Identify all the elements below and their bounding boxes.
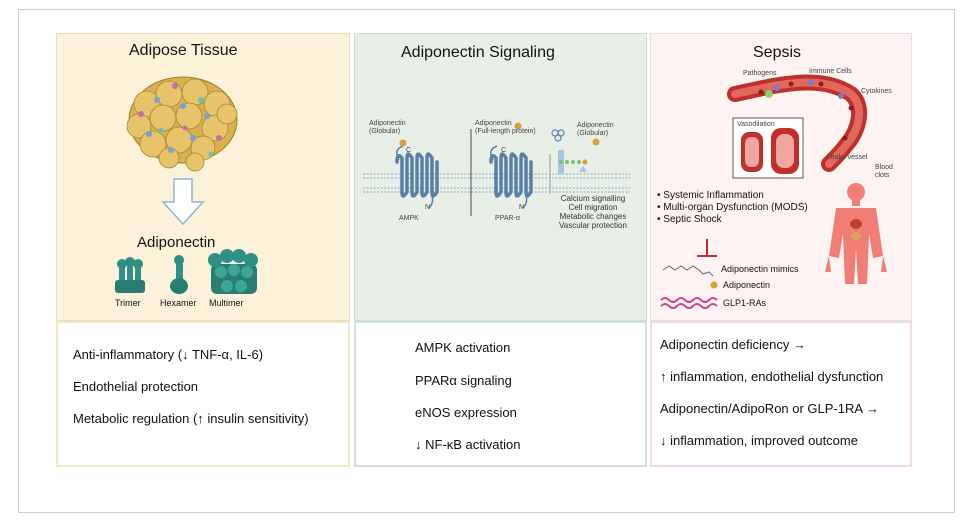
label-vasodilation: Vasodilation bbox=[737, 121, 775, 128]
adiponectin-mimic-icon bbox=[662, 265, 714, 277]
adipose-effect-item: Metabolic regulation (↑ insulin sensitiv… bbox=[73, 411, 309, 426]
signaling-illustration bbox=[363, 122, 630, 216]
label-globular-right: Adiponectin (Globular) bbox=[577, 122, 614, 138]
label-full-length-text: Adiponectin (Full-length protein) bbox=[475, 120, 536, 135]
ppar-label: PPAR-α bbox=[495, 215, 520, 222]
treatment-glp1: GLP1-RAs bbox=[723, 298, 767, 308]
label-globular-left-text: Adiponectin (Globular) bbox=[369, 120, 406, 135]
down-arrow-icon bbox=[161, 178, 205, 226]
form-label-trimer: Trimer bbox=[115, 298, 141, 308]
n-terminal-mid: N bbox=[519, 204, 525, 211]
treatment-adiponectin: Adiponectin bbox=[723, 280, 771, 290]
label-cytokines: Cytokines bbox=[861, 88, 892, 95]
adipose-title: Adipose Tissue bbox=[129, 42, 238, 59]
label-blood-clots: Blood clots bbox=[875, 164, 893, 179]
effect-item: Metabolic changes bbox=[559, 212, 627, 221]
calcium-channel-icon bbox=[551, 129, 588, 174]
n-terminal-left: N bbox=[425, 204, 431, 211]
c-terminal-left: C bbox=[406, 147, 412, 154]
adipor2-receptor-icon bbox=[489, 152, 533, 198]
sepsis-panel: Sepsis Pathogens I bbox=[650, 33, 912, 321]
hexamer-icon bbox=[170, 255, 188, 294]
signaling-effect-item: AMPK activation bbox=[415, 340, 511, 355]
sepsis-bullet: Systemic Inflammation bbox=[657, 190, 808, 202]
sepsis-bullet: Septic Shock bbox=[657, 214, 808, 226]
ampk-label: AMPK bbox=[399, 215, 419, 222]
organs-icon bbox=[850, 219, 862, 240]
adipocyte-cluster-icon bbox=[126, 76, 238, 172]
multimer-icon bbox=[208, 249, 258, 294]
label-globular-left: Adiponectin (Globular) bbox=[369, 120, 406, 136]
c-terminal-mid: C bbox=[501, 147, 507, 154]
adipose-effect-item: Anti-inflammatory (↓ TNF-α, IL-6) bbox=[73, 347, 264, 362]
pathogen-icon bbox=[765, 90, 773, 98]
treatment-mimics: Adiponectin mimics bbox=[721, 264, 799, 274]
sepsis-title: Sepsis bbox=[753, 44, 802, 61]
sepsis-effect-item: Adiponectin/AdipoRon or GLP-1RA → bbox=[660, 401, 879, 416]
inhibition-symbol bbox=[697, 239, 717, 257]
sepsis-illustration bbox=[660, 74, 887, 309]
signaling-effect-item: eNOS expression bbox=[415, 405, 517, 420]
sepsis-effects-box: Adiponectin deficiency → ↑ inflammation,… bbox=[650, 321, 912, 467]
globular-adiponectin-icon-2 bbox=[592, 138, 600, 146]
label-leaky-vessel: Leaky vessel bbox=[827, 154, 868, 161]
vasodilation-inset bbox=[732, 117, 804, 179]
adiponectin-signaling-panel: Adiponectin Signaling bbox=[354, 33, 647, 321]
full-length-adiponectin-icon bbox=[514, 122, 522, 130]
signaling-effects-box: AMPK activation PPARα signaling eNOS exp… bbox=[354, 321, 647, 467]
sepsis-effect-item: ↑ inflammation, endothelial dysfunction bbox=[660, 369, 884, 384]
globular-adiponectin-icon bbox=[399, 139, 407, 147]
sepsis-bullets: Systemic Inflammation Multi-organ Dysfun… bbox=[657, 190, 808, 226]
adiponectin-label: Adiponectin bbox=[137, 234, 216, 251]
sepsis-effect-item: Adiponectin deficiency → bbox=[660, 337, 806, 352]
label-globular-right-text: Adiponectin (Globular) bbox=[577, 122, 614, 137]
adipose-tissue-panel: Adipose Tissue bbox=[56, 33, 350, 321]
glp1-ra-icon bbox=[660, 297, 718, 309]
sepsis-effect-item: ↓ inflammation, improved outcome bbox=[660, 433, 858, 448]
signaling-effect-item: PPARα signaling bbox=[415, 373, 512, 388]
effect-item: Vascular protection bbox=[559, 221, 627, 230]
trimer-icon bbox=[115, 257, 145, 293]
adipose-illustration bbox=[115, 76, 258, 294]
effect-item: Calcium signalling bbox=[560, 194, 626, 203]
adipor1-receptor-icon bbox=[395, 152, 439, 198]
form-label-multimer: Multimer bbox=[209, 298, 244, 308]
label-full-length: Adiponectin (Full-length protein) bbox=[475, 120, 536, 136]
sepsis-bullet: Multi-organ Dysfunction (MODS) bbox=[657, 202, 807, 214]
signaling-effect-item: ↓ NF-κB activation bbox=[415, 437, 521, 452]
signaling-effects: Calcium signalling Cell migration Metabo… bbox=[553, 194, 633, 230]
form-label-hexamer: Hexamer bbox=[160, 298, 197, 308]
human-body-icon bbox=[825, 183, 887, 284]
adiponectin-dot-icon bbox=[710, 281, 718, 289]
effect-item: Cell migration bbox=[568, 203, 618, 212]
adipose-effects-box: Anti-inflammatory (↓ TNF-α, IL-6) Endoth… bbox=[56, 321, 350, 467]
label-immune-cells: Immune Cells bbox=[809, 68, 852, 75]
label-pathogens: Pathogens bbox=[743, 70, 777, 77]
adipose-effect-item: Endothelial protection bbox=[73, 379, 199, 394]
signaling-title: Adiponectin Signaling bbox=[401, 44, 555, 61]
